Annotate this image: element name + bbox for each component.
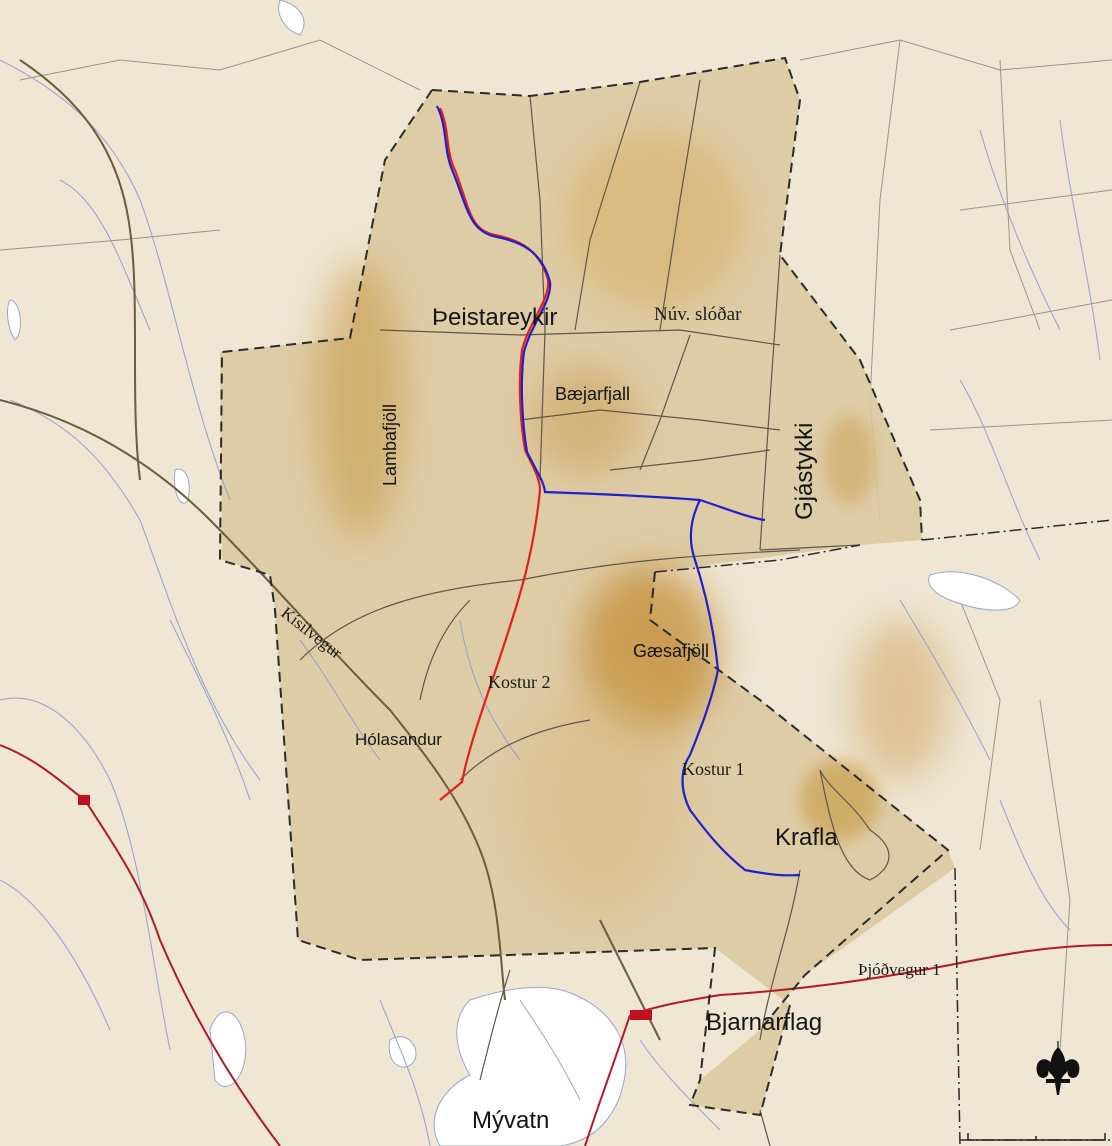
road-markers <box>78 795 652 1020</box>
label-kostur-2: Kostur 2 <box>488 672 551 692</box>
label-krafla: Krafla <box>775 824 838 851</box>
label-gjastykki: Gjástykki <box>791 423 818 520</box>
label-bjarnarflag: Bjarnarflag <box>706 1009 822 1036</box>
label-nuv-slodar: Núv. slóðar <box>654 304 742 325</box>
lake-myvatn <box>433 986 627 1146</box>
streams <box>0 59 1101 1146</box>
terrain-relief <box>315 130 950 920</box>
label-thjodvegur-1: Þjóðvegur 1 <box>858 960 941 979</box>
kisilvegur-road <box>0 59 661 1041</box>
boundary-lines <box>218 56 950 1117</box>
label-kostur-1: Kostur 1 <box>682 759 745 779</box>
label-gaesafjoll: Gæsafjöll <box>633 641 709 661</box>
label-holasandur: Hólasandur <box>355 730 442 749</box>
outer-tracks <box>0 39 1112 1051</box>
label-lambafjoll: Lambafjöll <box>380 404 400 486</box>
route-kostur-1 <box>436 105 801 877</box>
scale-bar <box>967 1133 1106 1141</box>
existing-tracks <box>299 79 890 1146</box>
label-myvatn: Mývatn <box>472 1107 549 1134</box>
main-road <box>0 744 1112 1146</box>
water-bodies <box>7 0 1021 1146</box>
label-theistareykir: Þeistareykir <box>432 304 557 331</box>
route-kostur-2 <box>438 107 550 801</box>
label-baejarfjall: Bæjarfjall <box>555 384 630 404</box>
fleur-de-lis-north-arrow-icon <box>1036 1041 1080 1095</box>
study-area-polygon <box>220 58 955 1115</box>
